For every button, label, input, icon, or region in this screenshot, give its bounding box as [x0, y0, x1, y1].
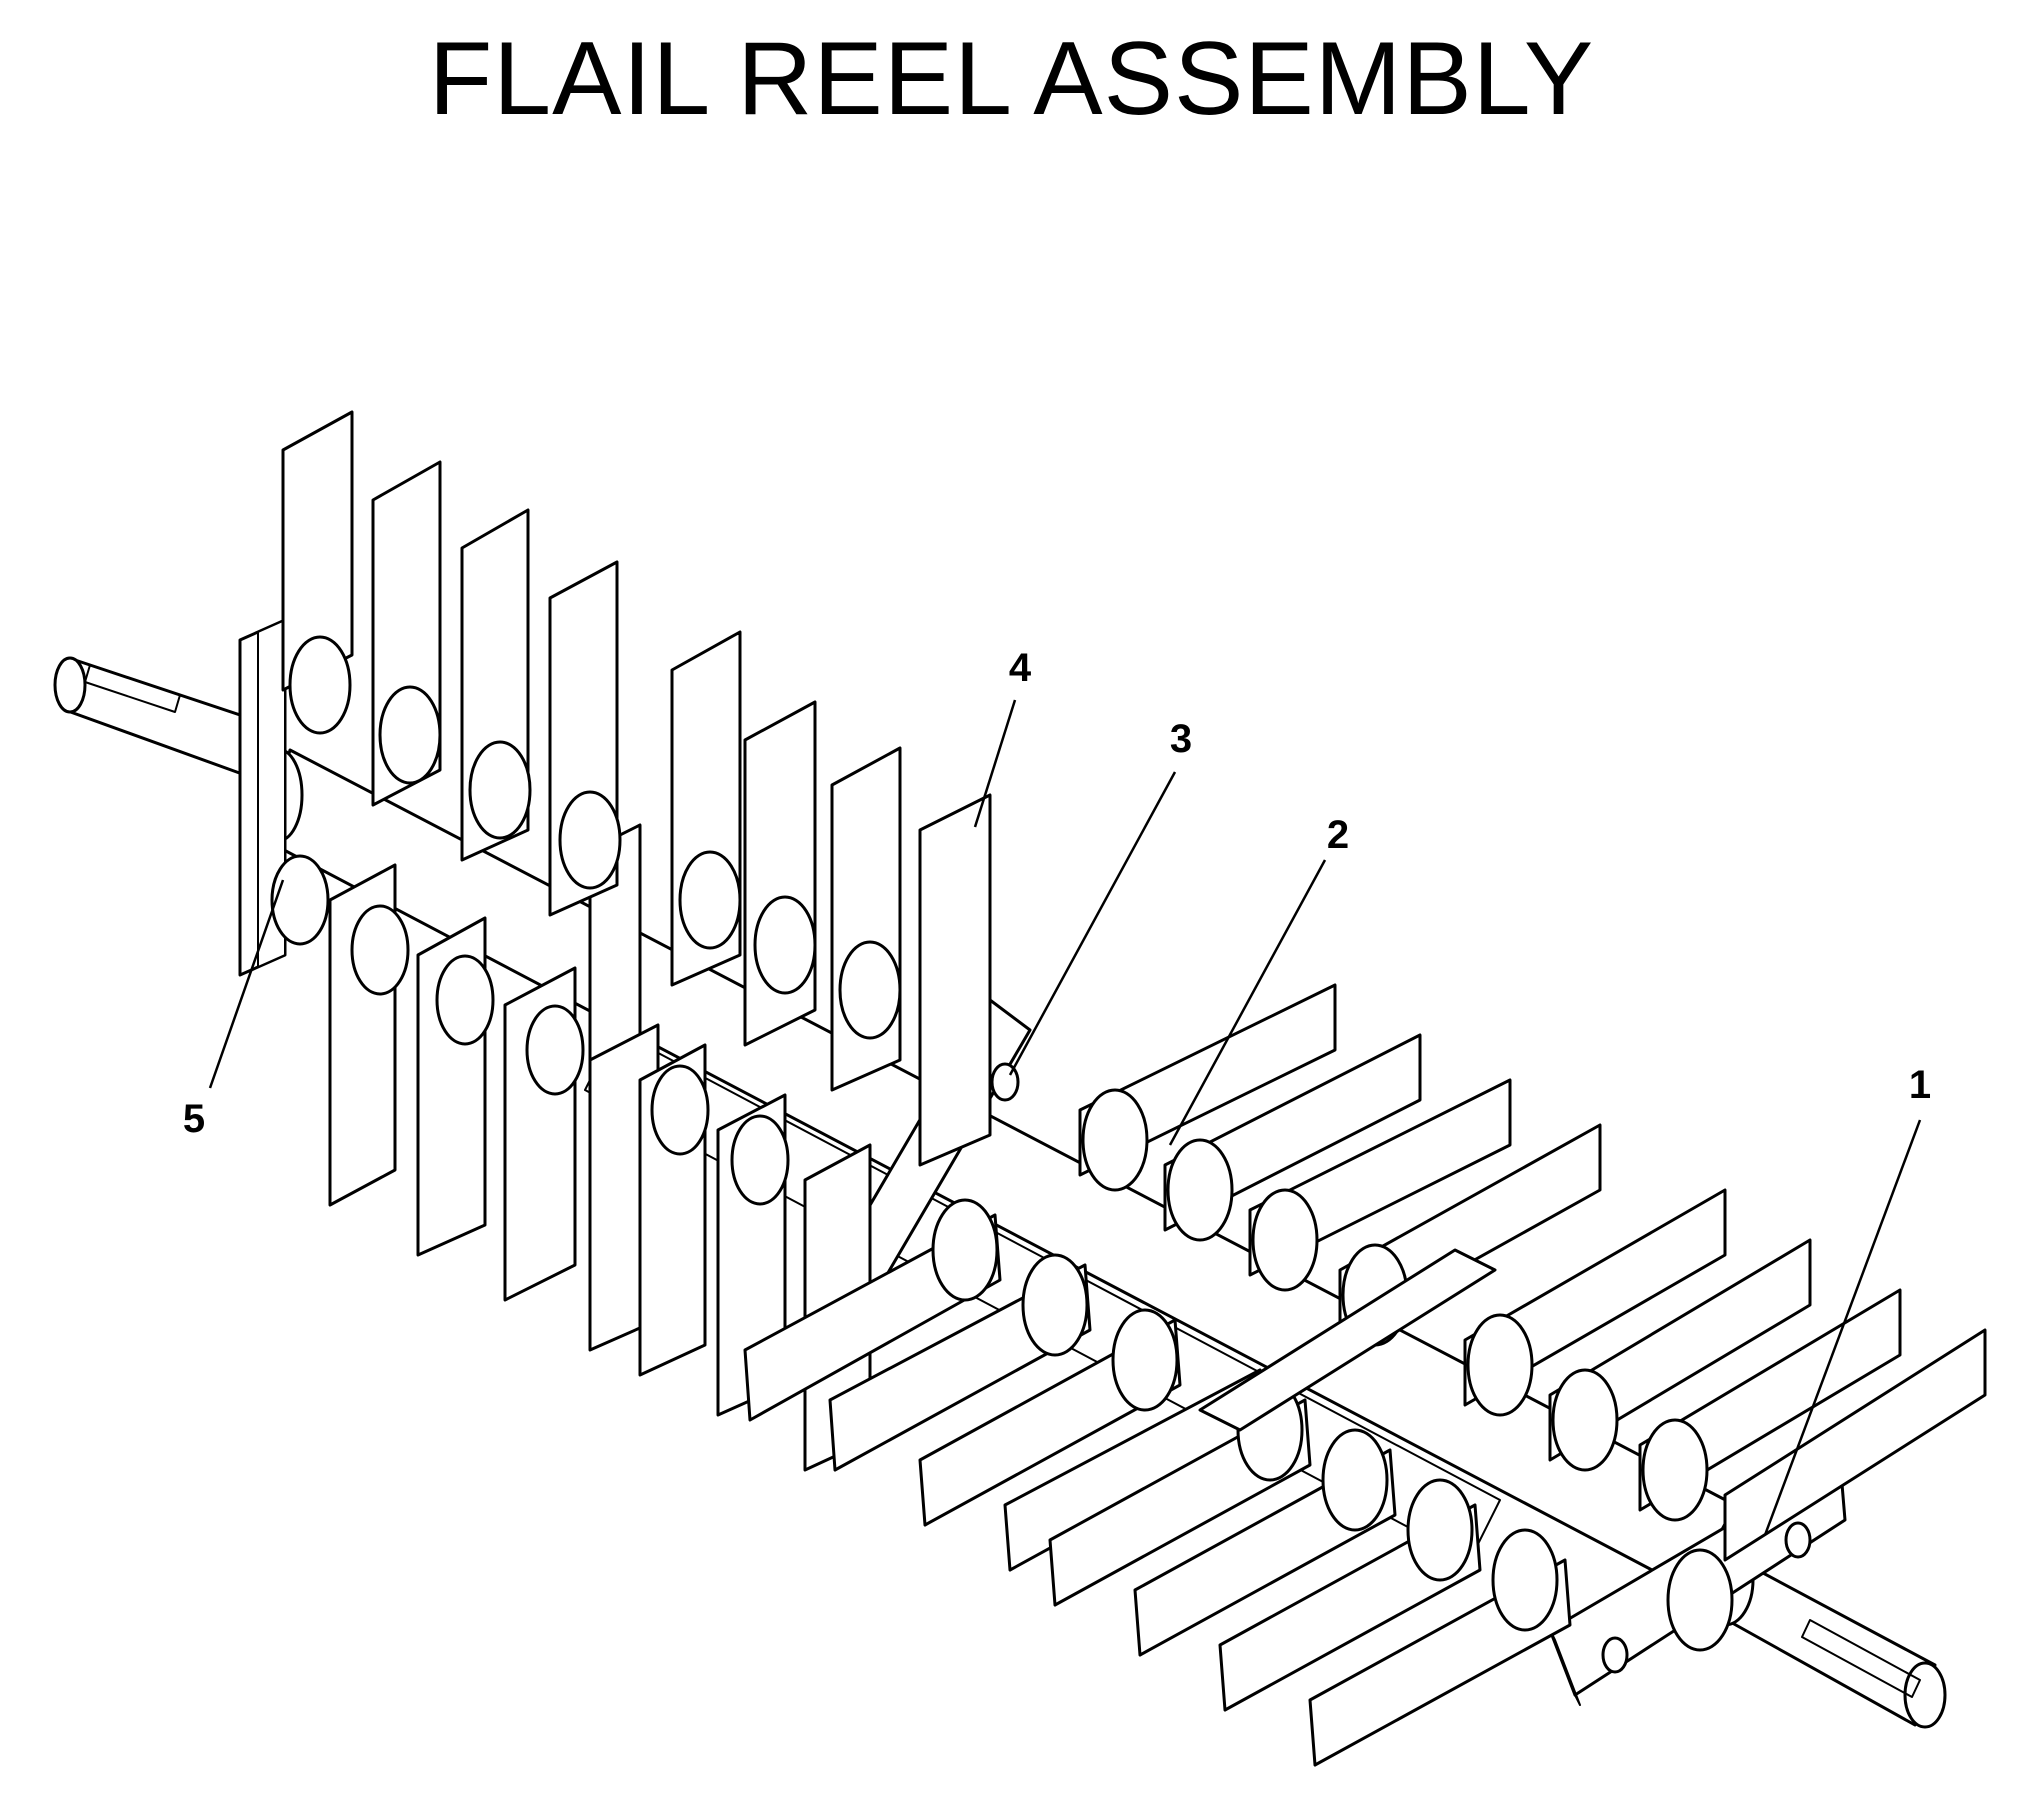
leader-1 — [1763, 1119, 1922, 1536]
callout-4: 4 — [1009, 646, 1032, 690]
callout-3: 3 — [1170, 717, 1192, 761]
leader-3 — [1008, 771, 1177, 1076]
upper-right-flails — [1078, 983, 1987, 1562]
callout-1: 1 — [1909, 1063, 1931, 1107]
callout-5: 5 — [183, 1097, 205, 1141]
leader-5 — [208, 879, 285, 1089]
mid-plate-right — [1198, 1248, 1497, 1432]
diagram-title: FLAIL REEL ASSEMBLY — [428, 21, 1595, 137]
leader-2 — [1168, 859, 1327, 1146]
callout-leaders — [208, 699, 1922, 1536]
callout-labels: 1 2 3 4 5 — [183, 646, 1931, 1141]
upper-left-flails — [281, 410, 992, 1167]
left-shaft — [53, 656, 257, 777]
callout-2: 2 — [1327, 813, 1349, 857]
lower-left-flails — [270, 854, 872, 1472]
leader-4 — [973, 699, 1017, 828]
